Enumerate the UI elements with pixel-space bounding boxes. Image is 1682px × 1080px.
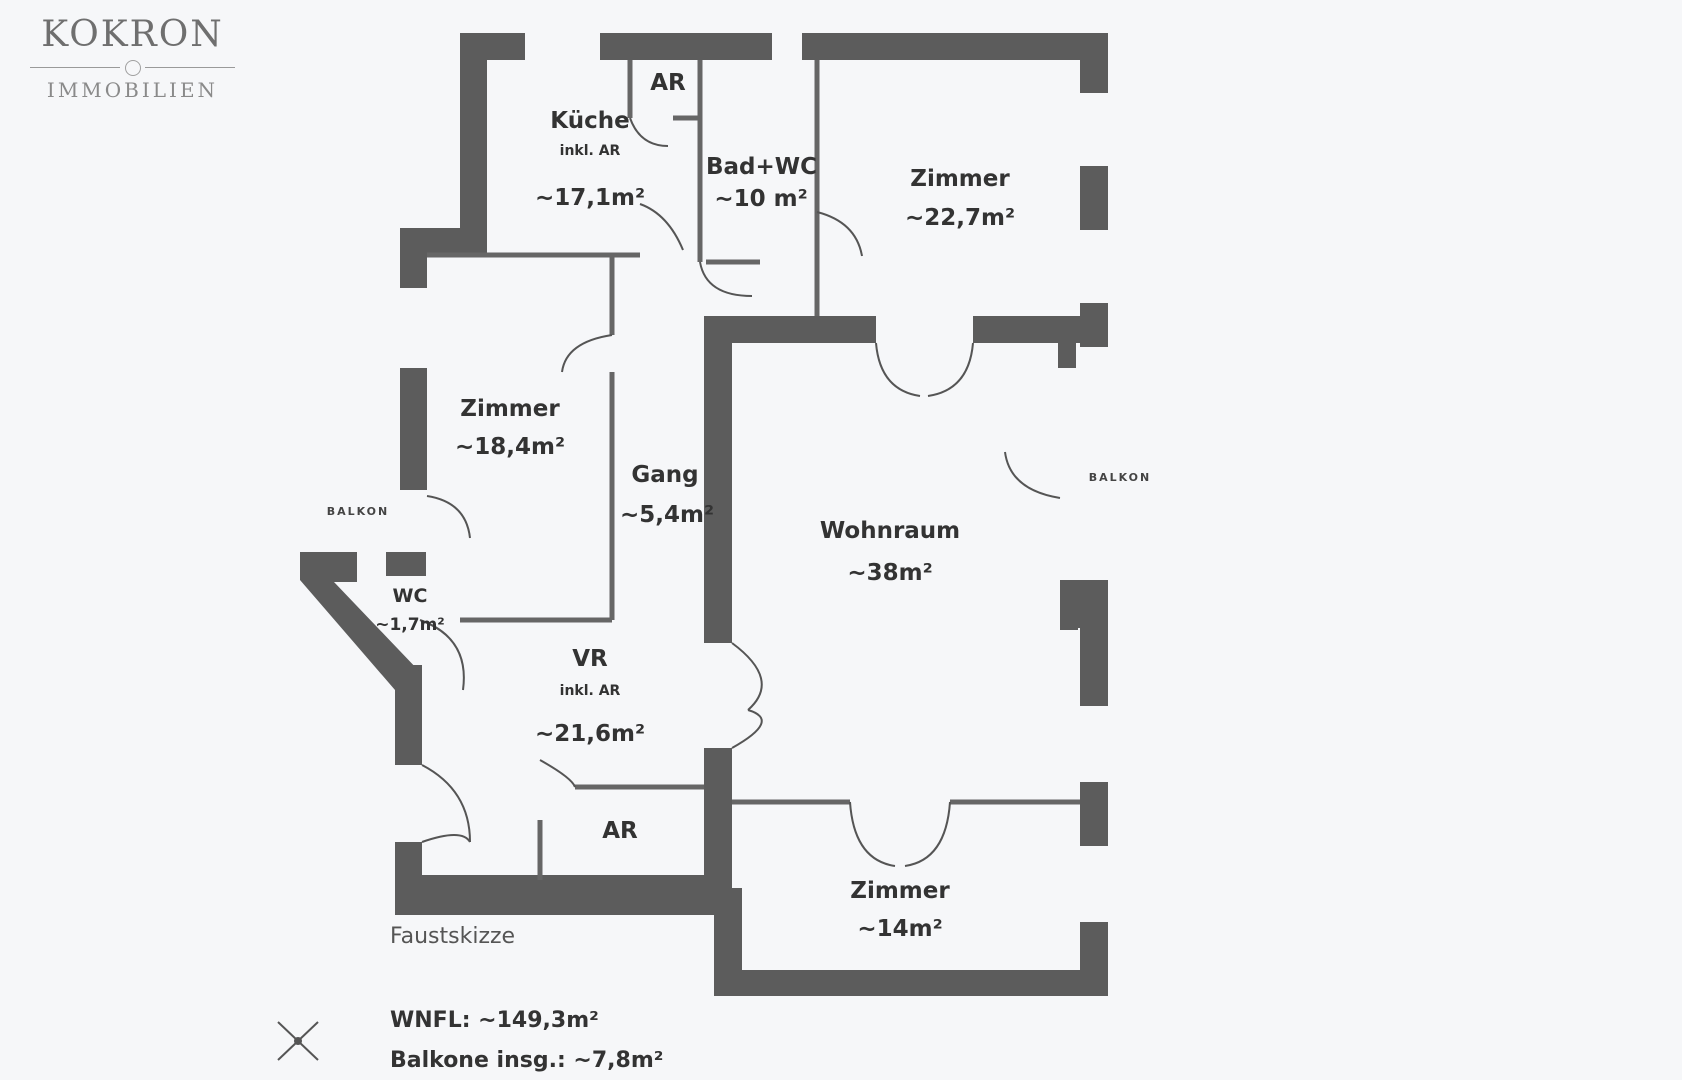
wall-wc-top — [386, 552, 426, 576]
sketch-note: Faustskizze — [390, 924, 516, 949]
door-swing-wohnraum-upper — [731, 642, 763, 711]
door-swing-zimmer-ne-right — [927, 342, 974, 397]
wall-left-zimmer — [400, 368, 427, 490]
thin-walls — [427, 60, 1080, 880]
room-area-vr: ~21,6m² — [534, 721, 646, 747]
room-area-kueche: ~17,1m² — [534, 185, 646, 211]
logo-tagline: IMMOBILIEN — [46, 78, 219, 102]
room-note-kueche: inkl. AR — [559, 143, 621, 159]
wall-wohnraum-left — [704, 316, 732, 643]
room-area-zimmer-w: ~18,4m² — [454, 434, 566, 460]
room-label-zimmer-ne: Zimmer — [910, 166, 1010, 192]
wall-wohnraum-top-right — [973, 316, 1108, 343]
wall-left-kitchen — [460, 33, 487, 248]
room-label-wohnraum: Wohnraum — [819, 518, 961, 544]
room-area-bad: ~10 m² — [714, 186, 808, 212]
balcony-label-left: BALKON — [326, 505, 390, 518]
door-swing-entrance — [421, 764, 471, 843]
logo-divider-left — [30, 67, 120, 68]
wall-bottom-right-left — [714, 888, 742, 996]
room-area-zimmer-s: ~14m² — [857, 916, 943, 942]
door-swing-zimmer-w — [561, 334, 613, 373]
wall-right-top — [1080, 33, 1108, 93]
wall-bottom-right — [714, 970, 1108, 996]
room-area-wohnraum: ~38m² — [847, 560, 933, 586]
room-label-zimmer-w: Zimmer — [460, 396, 560, 422]
room-note-vr: inkl. AR — [559, 683, 621, 699]
door-swing-bad — [816, 211, 863, 257]
room-label-wc: WC — [392, 585, 428, 607]
wall-right-middle — [1080, 604, 1108, 706]
compass-icon — [277, 1021, 319, 1061]
wall-top-right — [802, 33, 1108, 60]
room-label-gang: Gang — [631, 462, 699, 488]
wall-right-lower — [1080, 782, 1108, 846]
logo-divider-right — [145, 67, 235, 68]
door-swing-wohnraum-lower — [731, 709, 763, 749]
door-swing-zimmer-s-right — [904, 801, 951, 867]
room-label-kueche: Küche — [550, 108, 630, 134]
door-swing-balkon-right — [1004, 451, 1061, 499]
door-swing-kitchen — [639, 203, 684, 251]
door-swing-wc — [419, 619, 465, 691]
door-swing-ar — [629, 117, 669, 147]
door-swing-entrance-lower — [421, 834, 471, 843]
door-swing-zimmer-s-left — [849, 801, 896, 867]
wall-right-window-pier — [1080, 166, 1108, 230]
door-swing-gang-bad — [699, 261, 753, 297]
wall-top-kitchen-right — [600, 33, 772, 60]
room-label-vr: VR — [572, 646, 608, 672]
wall-wohnraum-left-lower — [704, 748, 732, 888]
total-balcony-area: Balkone insg.: ~7,8m² — [390, 1048, 664, 1073]
wall-right-jog-inner — [1060, 580, 1078, 630]
door-swing-zimmer-ne-left — [875, 342, 921, 397]
wall-wc-angled — [300, 552, 420, 690]
wall-left-step-down — [400, 228, 427, 288]
door-swing-balkon-left — [426, 495, 471, 539]
room-area-gang: ~5,4m² — [619, 502, 715, 528]
room-label-ar-bottom: AR — [602, 818, 638, 844]
room-label-zimmer-s: Zimmer — [850, 878, 950, 904]
wall-bottom-left — [395, 875, 732, 915]
room-area-wc: ~1,7m² — [375, 615, 445, 635]
room-area-zimmer-ne: ~22,7m² — [904, 205, 1016, 231]
door-swing-ar-bottom — [539, 759, 576, 788]
wall-left-entrance — [395, 842, 422, 912]
balcony-label-right: BALKON — [1088, 471, 1152, 484]
thick-walls — [300, 33, 1108, 996]
door-swings — [419, 117, 1061, 867]
total-living-area: WNFL: ~149,3m² — [390, 1008, 599, 1033]
logo-name: KOKRON — [41, 14, 224, 55]
wall-wohnraum-pier — [1058, 316, 1076, 368]
room-label-bad: Bad+WC — [706, 154, 818, 180]
room-label-ar-top: AR — [650, 70, 686, 96]
wall-wohnraum-top-left — [706, 316, 876, 343]
logo-emblem-icon — [125, 60, 141, 76]
